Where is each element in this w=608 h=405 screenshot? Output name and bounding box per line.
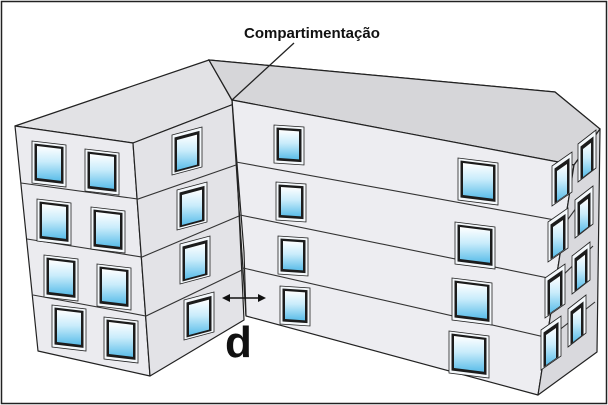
window-glass (96, 212, 120, 247)
window-glass (283, 241, 303, 271)
window-glass (553, 220, 563, 257)
window (454, 221, 496, 270)
window (43, 254, 79, 302)
window-glass (281, 187, 301, 217)
window-glass (573, 307, 581, 342)
window-glass (557, 164, 567, 201)
window-glass (189, 299, 209, 335)
window (36, 198, 72, 246)
window-glass (279, 130, 299, 160)
window (273, 124, 305, 166)
window (90, 206, 126, 254)
window-glass (177, 134, 197, 170)
compartment-leader-line (231, 42, 295, 101)
distance-arrow (222, 294, 266, 302)
window-glass (102, 269, 126, 304)
window (84, 148, 120, 196)
window (31, 140, 67, 188)
window-glass (583, 142, 591, 177)
window (547, 207, 569, 263)
window (96, 263, 132, 311)
window-glass (454, 336, 484, 372)
window-glass (463, 163, 493, 199)
window (103, 316, 139, 364)
windows-group (31, 124, 597, 379)
window (551, 151, 573, 207)
window-glass (457, 283, 487, 319)
window (275, 181, 307, 223)
window (279, 285, 311, 327)
compartment-label: Compartimentação (244, 25, 380, 42)
window (277, 235, 309, 277)
window (448, 330, 490, 379)
window (183, 291, 215, 341)
window-glass (546, 328, 556, 365)
window (571, 241, 591, 295)
window (574, 185, 594, 239)
window (567, 294, 587, 348)
window (451, 277, 493, 326)
window (544, 263, 566, 319)
window-glass (580, 198, 588, 233)
compartment-seam-line (231, 99, 247, 317)
window-glass (42, 204, 66, 239)
window (179, 235, 211, 285)
window (176, 181, 208, 231)
window-glass (185, 243, 205, 279)
window-glass (577, 254, 585, 289)
window-glass (90, 154, 114, 189)
window (577, 129, 597, 183)
window-glass (57, 310, 81, 345)
window-glass (109, 322, 133, 357)
window (457, 157, 499, 206)
window (51, 304, 87, 352)
window-glass (49, 260, 73, 295)
window-glass (182, 189, 202, 225)
window-glass (550, 276, 560, 313)
window-glass (460, 227, 490, 263)
window-glass (37, 146, 61, 181)
window (540, 315, 562, 371)
distance-label: d (225, 318, 252, 367)
window (171, 126, 203, 176)
window-glass (285, 291, 305, 321)
